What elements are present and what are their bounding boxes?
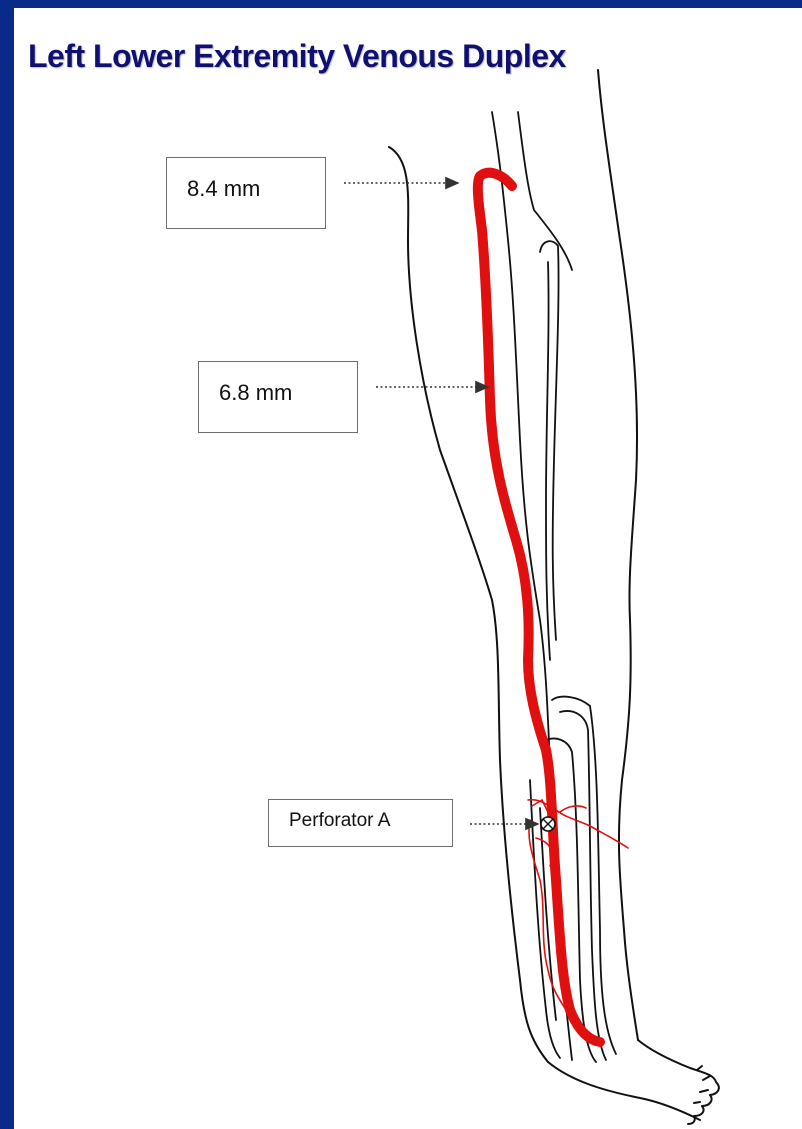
saphenous-vein bbox=[478, 173, 600, 1042]
label-proximal-diameter: 8.4 mm bbox=[166, 157, 326, 229]
label-perforator: Perforator A bbox=[268, 799, 453, 847]
label-mid-diameter: 6.8 mm bbox=[198, 361, 358, 433]
perforator-marker bbox=[541, 817, 555, 831]
